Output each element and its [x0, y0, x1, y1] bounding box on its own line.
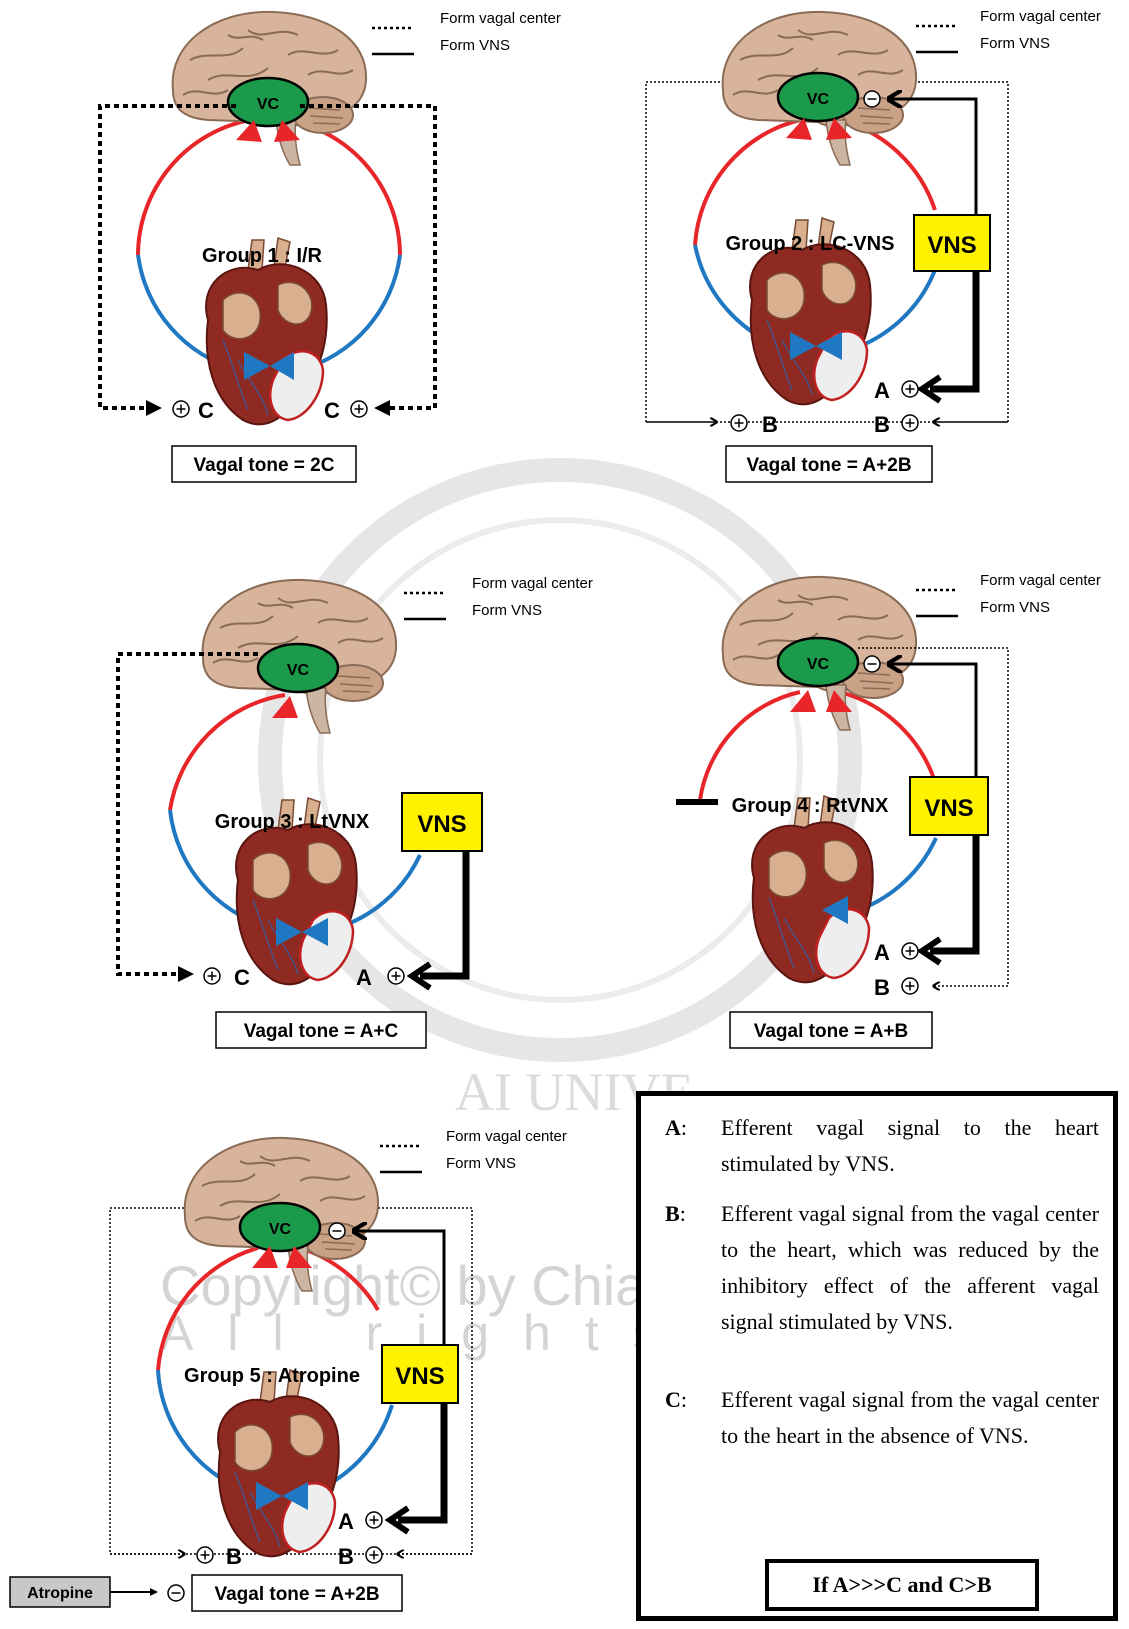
legend-keys-3 [404, 593, 446, 619]
condition-box: If A>>>C and C>B [765, 1559, 1039, 1611]
plus-icon [366, 1512, 382, 1528]
legend-keys-5 [380, 1146, 422, 1172]
afferent-arc-right-1 [288, 120, 400, 255]
definition-text: Efferent vagal signal to the heart stimu… [721, 1110, 1099, 1182]
afferent-arc-right-4 [840, 692, 936, 785]
atropine-label: Atropine [27, 1585, 93, 1602]
legend-solid-label-2: Form VNS [980, 35, 1050, 52]
heart-icon [752, 796, 873, 982]
plus-icon [351, 401, 367, 417]
definition-key: A: [665, 1110, 687, 1146]
group-title: Group 3 : LtVNX [215, 811, 370, 833]
signal-label-a: A [356, 965, 372, 990]
vns-efferent-path-4 [930, 835, 976, 951]
afferent-arc-right-2 [840, 120, 935, 210]
vc-label: VC [807, 91, 830, 108]
signal-label-b: B [338, 1544, 354, 1569]
minus-icon [864, 91, 880, 107]
vagal-tone-label: Vagal tone = 2C [194, 455, 335, 476]
vns-label: VNS [395, 1363, 444, 1390]
legend-keys-2 [916, 26, 958, 52]
legend-dotted-label-3: Form vagal center [472, 575, 593, 592]
group3-panel: Form vagal center Form VNS VC Group 3 : … [118, 575, 593, 1048]
definition-c: C: Efferent vagal signal from the vagal … [665, 1382, 1099, 1454]
vc-label: VC [287, 662, 310, 679]
signal-label-a: A [338, 1509, 354, 1534]
group-title: Group 2 : LC-VNS [726, 233, 895, 255]
group1-panel: Form vagal center Form VNS VC Group 1 : … [100, 10, 561, 482]
group4-panel: Form vagal center Form VNS VC Group 4 : … [676, 572, 1101, 1048]
definition-text: Efferent vagal signal from the vagal cen… [721, 1196, 1099, 1340]
signal-label-b: B [226, 1544, 242, 1569]
afferent-arc-left-5 [158, 1248, 258, 1370]
heart-icon [218, 1370, 339, 1556]
vagal-tone-label: Vagal tone = A+2B [214, 1584, 379, 1605]
plus-icon [204, 968, 220, 984]
definition-key: C: [665, 1382, 687, 1418]
vagal-tone-label: Vagal tone = A+B [754, 1021, 909, 1042]
signal-label-b: B [762, 412, 778, 437]
group-title: Group 1 : I/R [202, 245, 323, 267]
afferent-arc-left-4 [700, 692, 800, 800]
legend-keys-4 [916, 590, 958, 616]
plus-icon [902, 943, 918, 959]
group2-panel: Form vagal center Form VNS VC Group 2 : … [646, 8, 1101, 482]
legend-solid-label-3: Form VNS [472, 602, 542, 619]
plus-icon [388, 968, 404, 984]
afferent-arc-left-3 [170, 695, 285, 810]
afferent-arc-left-2 [695, 120, 800, 245]
vc-label: VC [257, 96, 280, 113]
vns-label: VNS [927, 232, 976, 259]
definition-key: B: [665, 1196, 686, 1232]
vns-efferent-path-3 [420, 851, 466, 976]
vc-label: VC [269, 1221, 292, 1238]
definition-a: A: Efferent vagal signal to the heart st… [665, 1110, 1099, 1182]
group-title: Group 4 : RtVNX [732, 795, 889, 817]
signal-label-b: B [874, 412, 890, 437]
definition-text: Efferent vagal signal from the vagal cen… [721, 1382, 1099, 1454]
signal-label-c: C [324, 398, 340, 423]
vns-label: VNS [417, 811, 466, 838]
legend-solid-label-5: Form VNS [446, 1155, 516, 1172]
signal-label-b: B [874, 975, 890, 1000]
plus-icon [173, 401, 189, 417]
plus-icon [902, 978, 918, 994]
definitions-box: A: Efferent vagal signal to the heart st… [636, 1091, 1118, 1621]
vc-label: VC [807, 656, 830, 673]
minus-icon [864, 656, 880, 672]
afferent-arc-left-1 [138, 120, 250, 255]
plus-icon [902, 381, 918, 397]
vagal-tone-label: Vagal tone = A+2B [746, 455, 911, 476]
plus-icon [366, 1547, 382, 1563]
afferent-arrowhead-3 [272, 696, 298, 718]
legend-dotted-label-2: Form vagal center [980, 8, 1101, 25]
plus-icon [197, 1547, 213, 1563]
definition-b: B: Efferent vagal signal from the vagal … [665, 1196, 1099, 1340]
group5-panel: Form vagal center Form VNS VC Group 5 : … [10, 1128, 567, 1611]
signal-label-a: A [874, 378, 890, 403]
vns-afferent-path-5 [355, 1231, 444, 1345]
legend-dotted-label-1: Form vagal center [440, 10, 561, 27]
vagal-tone-label: Vagal tone = A+C [244, 1021, 399, 1042]
signal-label-c: C [234, 965, 250, 990]
minus-icon [168, 1585, 184, 1601]
legend-dotted-label-5: Form vagal center [446, 1128, 567, 1145]
legend-dotted-label-4: Form vagal center [980, 572, 1101, 589]
vns-efferent-path-2 [930, 271, 976, 389]
signal-label-a: A [874, 940, 890, 965]
plus-icon [731, 415, 747, 431]
group-title: Group 5 : Atropine [184, 1365, 360, 1387]
vns-efferent-path-5 [398, 1403, 444, 1520]
signal-label-c: C [198, 398, 214, 423]
plus-icon [902, 415, 918, 431]
legend-keys-1 [372, 28, 414, 54]
minus-icon [329, 1223, 345, 1239]
vns-label: VNS [924, 795, 973, 822]
legend-solid-label-1: Form VNS [440, 37, 510, 54]
legend-solid-label-4: Form VNS [980, 599, 1050, 616]
